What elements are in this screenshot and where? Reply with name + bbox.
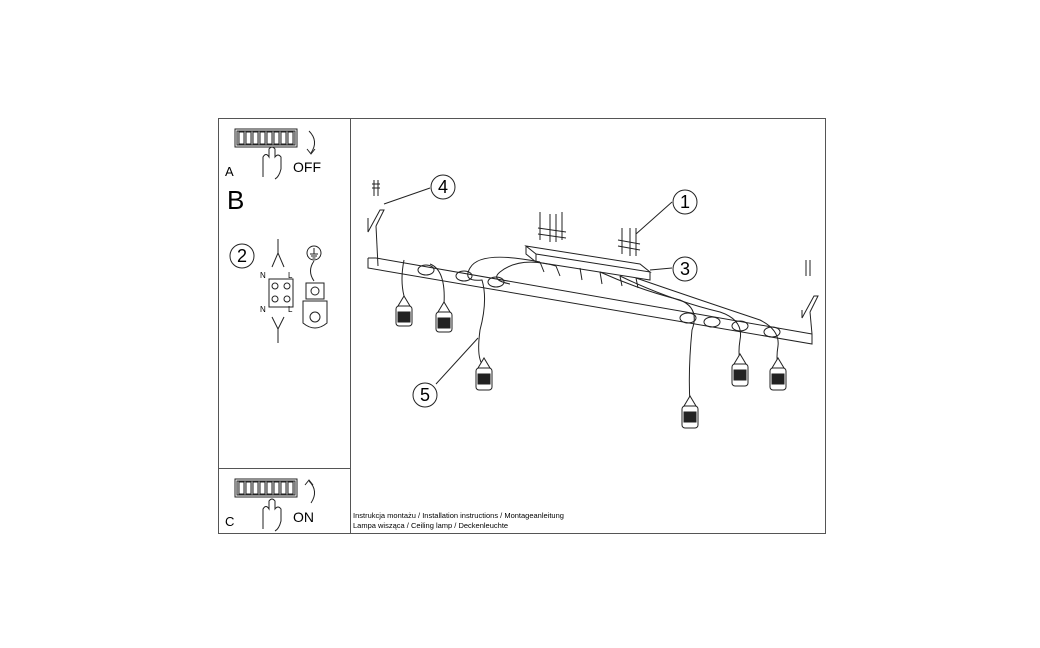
pendant-socket-icon: [395, 295, 787, 429]
callout-2: 2: [236, 246, 247, 266]
terminal-l-top: L: [288, 271, 293, 280]
step-b-panel: B 2 N L N L: [218, 183, 351, 469]
callout-4: 4: [437, 177, 448, 197]
wiring-diagram: [229, 239, 328, 343]
terminal-n-bottom: N: [260, 305, 266, 314]
on-label: ON: [293, 509, 314, 525]
terminal-n-top: N: [260, 271, 266, 280]
terminal-l-bottom: L: [288, 305, 293, 314]
off-label: OFF: [293, 159, 321, 175]
callout-5: 5: [419, 385, 430, 405]
callout-1: 1: [679, 192, 690, 212]
circuit-breaker-off-icon: [234, 128, 316, 180]
caption-line-1: Instrukcja montażu / Installation instru…: [353, 511, 564, 520]
caption-line-2: Lampa wisząca / Ceiling lamp / Deckenleu…: [353, 521, 509, 530]
step-c-letter: C: [225, 514, 235, 529]
step-b-letter: B: [227, 185, 245, 215]
step-c-panel: C ON: [218, 468, 351, 534]
callout-3: 3: [679, 259, 690, 279]
circuit-breaker-on-icon: [234, 478, 315, 532]
step-a-letter: A: [225, 164, 234, 179]
